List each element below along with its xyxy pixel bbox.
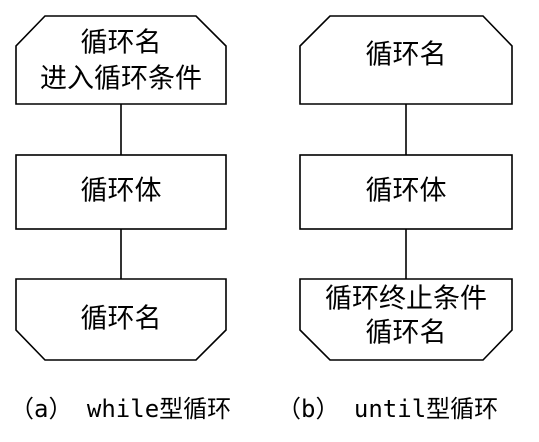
while-loop-header-name: 循环名 bbox=[81, 28, 162, 59]
while-loop-footer-block bbox=[15, 278, 227, 361]
until-loop-header-name: 循环名 bbox=[366, 40, 447, 71]
while-loop-entry-condition: 进入循环条件 bbox=[40, 64, 202, 95]
until-loop-diagram: 循环名 循环体 循环终止条件 循环名 （b） until型循环 bbox=[277, 15, 513, 423]
while-loop-footer-name: 循环名 bbox=[81, 304, 162, 335]
until-loop-footer-block bbox=[299, 278, 513, 361]
while-loop-header-block bbox=[15, 15, 227, 105]
until-loop-footer-name: 循环名 bbox=[366, 318, 447, 349]
while-loop-diagram: 循环名 进入循环条件 循环体 循环名 （a） while型循环 bbox=[10, 15, 231, 423]
until-loop-caption: （b） until型循环 bbox=[277, 395, 498, 423]
while-loop-body-label: 循环体 bbox=[81, 176, 162, 207]
until-loop-termination-condition: 循环终止条件 bbox=[325, 284, 487, 315]
until-loop-header-block bbox=[299, 15, 513, 105]
until-loop-body-block bbox=[299, 154, 513, 230]
while-loop-body-block bbox=[15, 154, 227, 230]
while-loop-caption: （a） while型循环 bbox=[10, 395, 231, 423]
until-loop-body-label: 循环体 bbox=[366, 176, 447, 207]
